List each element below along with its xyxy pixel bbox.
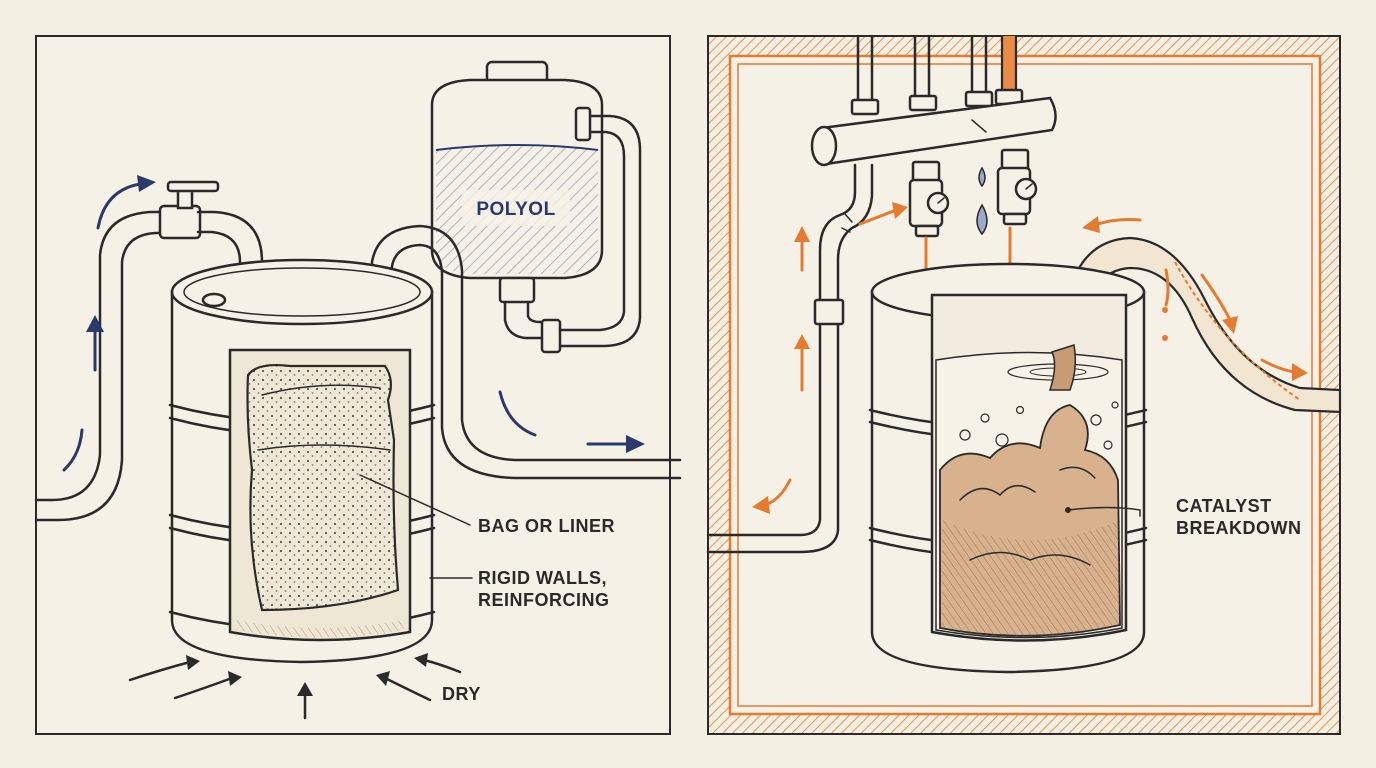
- manifold: [810, 96, 1057, 167]
- return-pipe: [706, 163, 874, 554]
- polyol-tank-label: POLYOL: [476, 199, 555, 220]
- outlet-flow-arrows: [498, 390, 645, 453]
- catalyst-callout-line2: BREAKDOWN: [1176, 518, 1302, 538]
- catalyst-callout-line1: CATALYST: [1176, 496, 1272, 516]
- polyol-tank: POLYOL: [430, 60, 642, 354]
- bag-liner-callout: BAG OR LINER: [478, 516, 615, 536]
- hose-flow-arrows: [1082, 216, 1308, 381]
- left-panel: POLYOL: [34, 35, 682, 735]
- bag-liner: [246, 363, 400, 612]
- inlet-flow-arrows: [62, 175, 156, 472]
- water-drops: [976, 166, 988, 236]
- dry-callout: DRY: [442, 684, 481, 704]
- manifold-supply-pipes: [850, 34, 1024, 116]
- right-drum: [868, 262, 1148, 674]
- water-inlet-pipe: [34, 210, 167, 522]
- left-valve-gauge: [908, 160, 950, 238]
- rigid-walls-callout-line1: RIGID WALLS,: [478, 568, 607, 588]
- dry-air-arrows: [128, 653, 462, 720]
- left-drum: [168, 258, 436, 664]
- right-valve-gauge: [996, 148, 1038, 226]
- right-panel: CATALYST BREAKDOWN: [706, 34, 1342, 735]
- rigid-walls-callout-line2: REINFORCING: [478, 590, 610, 610]
- circulation-arrows: [752, 202, 908, 514]
